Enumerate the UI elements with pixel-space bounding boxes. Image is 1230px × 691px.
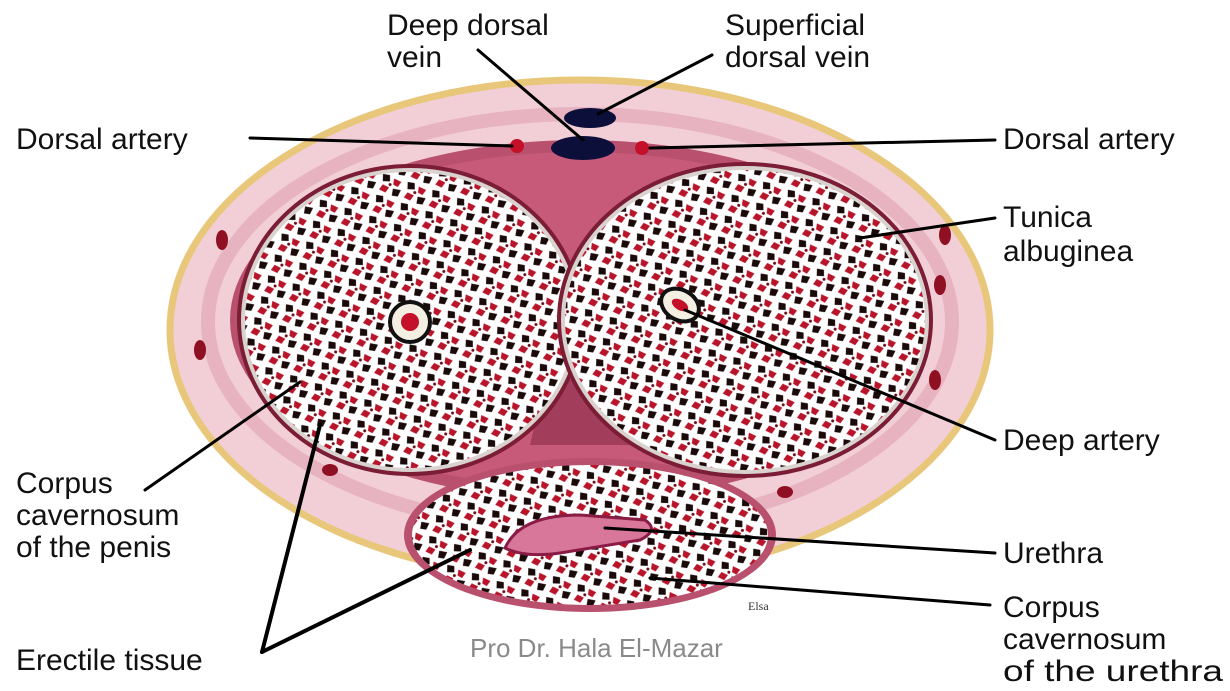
label-superficial-dorsal-vein-line1: Superficial <box>725 9 865 42</box>
label-corpus-cavernosum-urethra-line1: Corpus <box>1003 591 1100 624</box>
label-superficial-dorsal-vein-line2: dorsal vein <box>725 41 870 74</box>
label-dorsal-artery-right: Dorsal artery <box>1003 123 1175 156</box>
label-tunica-albuginea-line2: albuginea <box>1003 235 1133 268</box>
label-corpus-cavernosum-urethra-line3: of the urethra <box>1003 655 1223 688</box>
label-urethra: Urethra <box>1003 537 1103 570</box>
label-corpus-cavernosum-penis-line3: of the penis <box>16 531 171 564</box>
label-corpus-cavernosum-penis-line2: cavernosum <box>16 499 179 532</box>
label-dorsal-artery-left: Dorsal artery <box>16 123 188 156</box>
label-erectile-tissue: Erectile tissue <box>16 644 203 677</box>
label-corpus-cavernosum-urethra-line2: cavernosum <box>1003 623 1166 656</box>
label-corpus-cavernosum-penis-line1: Corpus <box>16 467 113 500</box>
label-deep-artery: Deep artery <box>1003 424 1160 457</box>
label-tunica-albuginea-line1: Tunica <box>1003 201 1092 234</box>
label-deep-dorsal-vein-line1: Deep dorsal <box>387 9 549 42</box>
superficial-dorsal-vein <box>564 108 616 128</box>
dorsal-artery-right-vessel <box>635 141 649 155</box>
left-deep-artery-lumen <box>401 313 419 331</box>
credit-text: Pro Dr. Hala El-Mazar <box>470 633 723 663</box>
artist-mark: Elsa <box>748 599 769 613</box>
label-deep-dorsal-vein-line2: vein <box>387 41 442 74</box>
